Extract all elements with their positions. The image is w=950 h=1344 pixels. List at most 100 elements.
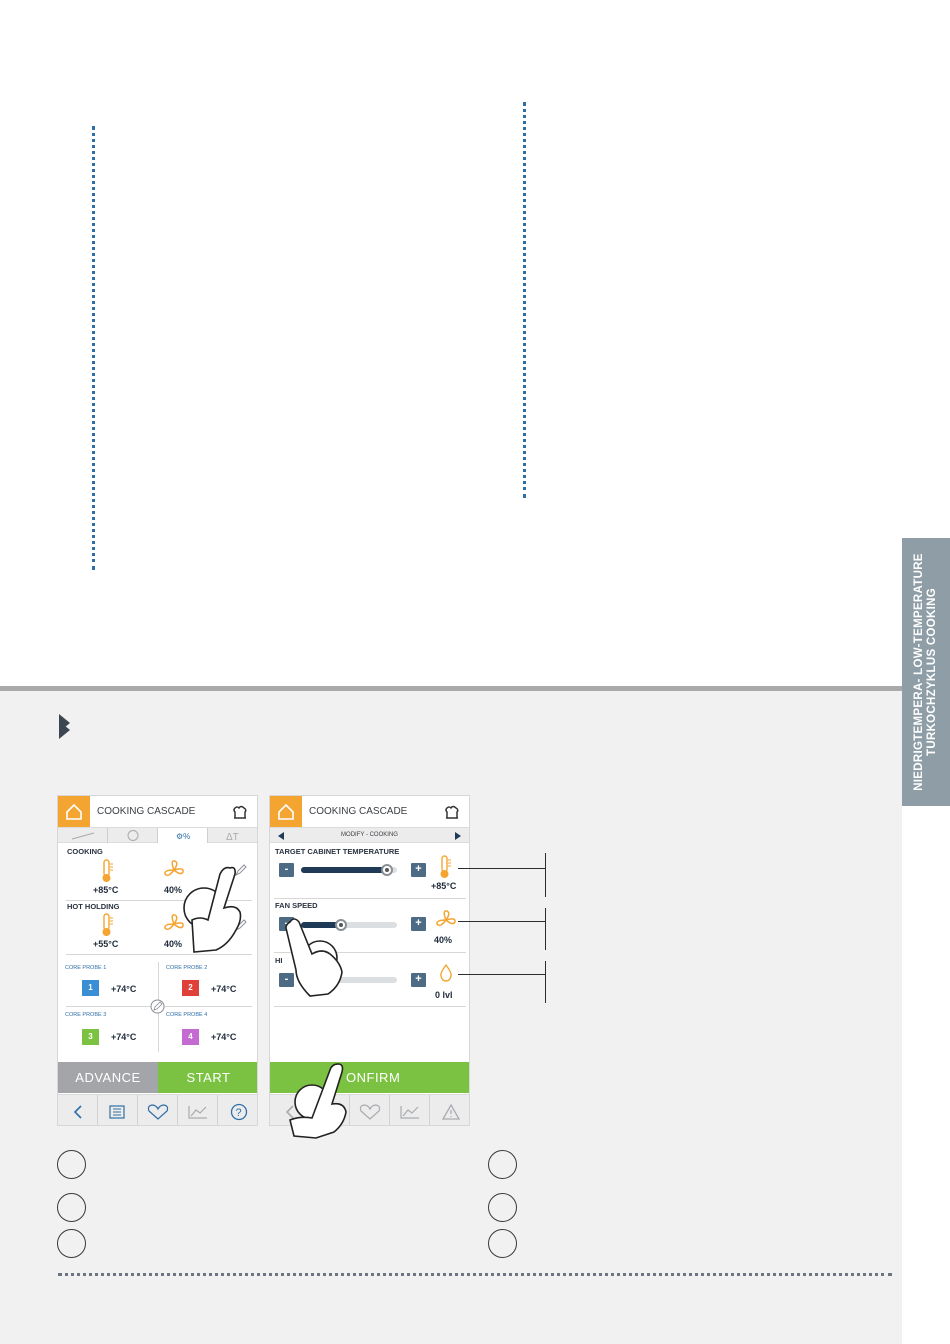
divider [66, 954, 252, 955]
prev-arrow-icon[interactable] [276, 831, 286, 841]
home-icon [66, 803, 82, 820]
chef-icon[interactable] [443, 803, 461, 820]
tab-timer[interactable] [108, 828, 158, 843]
target-temp-slider[interactable] [301, 864, 397, 876]
callout-bracket-fan [545, 908, 546, 950]
panel-top-rule [0, 686, 902, 691]
step-marker [488, 1193, 517, 1222]
side-tab-line-2: TURKOCHZYKLUS COOKING [926, 588, 938, 756]
chart-icon [187, 1105, 207, 1119]
hot-holding-fan-value: 40% [164, 939, 183, 949]
humidity-minus-button[interactable]: - [279, 973, 294, 987]
divider [274, 1006, 466, 1007]
pointing-hand-icon [183, 866, 242, 953]
haccp-chart-button[interactable] [178, 1095, 218, 1125]
fan-speed-slider-handle[interactable] [335, 919, 347, 931]
step-marker [57, 1229, 86, 1258]
core-probe-2-temp: +74°C [211, 984, 237, 994]
screen-header: COOKING CASCADE [58, 796, 257, 827]
home-icon [278, 803, 294, 820]
bullet-arrow-icon [59, 721, 70, 739]
svg-text:⚙%: ⚙% [176, 832, 190, 841]
pointing-hand-icon [285, 918, 343, 997]
favorites-button[interactable] [350, 1095, 390, 1125]
core-probe-1-label: CORE PROBE 1 [65, 965, 107, 971]
edit-pencil-icon[interactable] [234, 863, 248, 877]
tab-phases[interactable] [58, 828, 108, 843]
water-drop-icon [440, 963, 452, 982]
favorites-button[interactable] [138, 1095, 178, 1125]
section-side-tab: NIEDRIGTEMPERA- LOW-TEMPERATURE TURKOCHZ… [902, 538, 950, 806]
fan-percent-icon: ⚙% [176, 832, 190, 841]
recipe-book-button[interactable] [98, 1095, 138, 1125]
fan-speed-slider[interactable] [301, 919, 397, 931]
screen-cooking-cascade-overview: COOKING CASCADE ⚙% ΔT COOKING +85°C 40% … [57, 795, 258, 1126]
svg-text:?: ? [235, 1107, 241, 1119]
fan-icon [164, 860, 184, 877]
tab-settings[interactable]: ⚙% [158, 828, 208, 843]
core-probe-4-label: CORE PROBE 4 [166, 1012, 208, 1018]
callout-line-fan [458, 921, 546, 922]
side-tab-line-1: NIEDRIGTEMPERA- LOW-TEMPERATURE [913, 553, 925, 791]
screen-title: COOKING CASCADE [97, 806, 196, 817]
screen-title: COOKING CASCADE [309, 806, 408, 817]
target-temp-plus-button[interactable]: + [411, 863, 426, 877]
cooking-fan-value: 40% [164, 885, 183, 895]
probe-edit-icon[interactable] [150, 999, 165, 1014]
heart-edit-icon [359, 1103, 380, 1120]
pointing-hand-icon [289, 1063, 347, 1139]
humidity-value: 0 lvl [435, 990, 453, 1000]
humidity-plus-button[interactable]: + [411, 973, 426, 987]
hot-holding-temp-value: +55°C [93, 939, 119, 949]
next-arrow-icon[interactable] [453, 831, 463, 841]
back-button[interactable] [58, 1095, 98, 1125]
svg-text:ΔT: ΔT [226, 832, 239, 843]
program-tabs: ⚙% ΔT [58, 827, 257, 843]
haccp-chart-button[interactable] [390, 1095, 430, 1125]
fan-speed-plus-button[interactable]: + [411, 917, 426, 931]
fan-icon [436, 910, 456, 927]
help-button[interactable]: ? [218, 1095, 257, 1125]
humidity-label: HI [275, 956, 283, 965]
cooking-temp-value: +85°C [93, 885, 119, 895]
thermometer-icon [440, 855, 451, 878]
heart-edit-icon [147, 1103, 168, 1120]
callout-line-humidity [458, 974, 546, 975]
core-probe-4-badge[interactable]: 4 [182, 1029, 199, 1045]
step-marker [488, 1229, 517, 1258]
bottom-icon-bar: ? [58, 1094, 257, 1125]
fan-icon [164, 914, 184, 931]
advance-button[interactable]: ADVANCE [58, 1062, 158, 1093]
callout-bracket-humidity [545, 961, 546, 1003]
clock-icon [127, 830, 139, 841]
chef-icon[interactable] [231, 803, 249, 820]
warning-icon [441, 1103, 460, 1120]
core-probe-2-badge[interactable]: 2 [182, 980, 199, 996]
nav-title: MODIFY - COOKING [341, 832, 398, 838]
callout-line-temp [458, 868, 546, 869]
start-button[interactable]: START [158, 1062, 257, 1093]
back-arrow-icon [73, 1104, 82, 1119]
divider [274, 898, 466, 899]
delta-t-icon: ΔT [226, 832, 239, 843]
thermometer-icon [102, 913, 113, 936]
thermometer-icon [102, 859, 113, 882]
divider [274, 952, 466, 953]
screen-modify-cooking: COOKING CASCADE MODIFY - COOKING TARGET … [269, 795, 470, 1126]
core-probe-3-temp: +74°C [111, 1032, 137, 1042]
core-probe-3-label: CORE PROBE 3 [65, 1012, 107, 1018]
core-probe-3-badge[interactable]: 3 [82, 1029, 99, 1045]
fan-speed-value: 40% [434, 935, 453, 945]
home-button[interactable] [270, 796, 302, 827]
phase-navigator: MODIFY - COOKING [270, 827, 469, 843]
dotted-rule-right [523, 102, 526, 498]
alarm-button[interactable] [430, 1095, 469, 1125]
core-probe-1-badge[interactable]: 1 [82, 980, 99, 996]
target-temp-slider-handle[interactable] [381, 864, 393, 876]
question-icon: ? [230, 1103, 247, 1120]
tab-delta-t[interactable]: ΔT [208, 828, 257, 843]
home-button[interactable] [58, 796, 90, 827]
core-probe-2-label: CORE PROBE 2 [166, 965, 208, 971]
target-temp-minus-button[interactable]: - [279, 863, 294, 877]
callout-bracket-temp [545, 853, 546, 897]
